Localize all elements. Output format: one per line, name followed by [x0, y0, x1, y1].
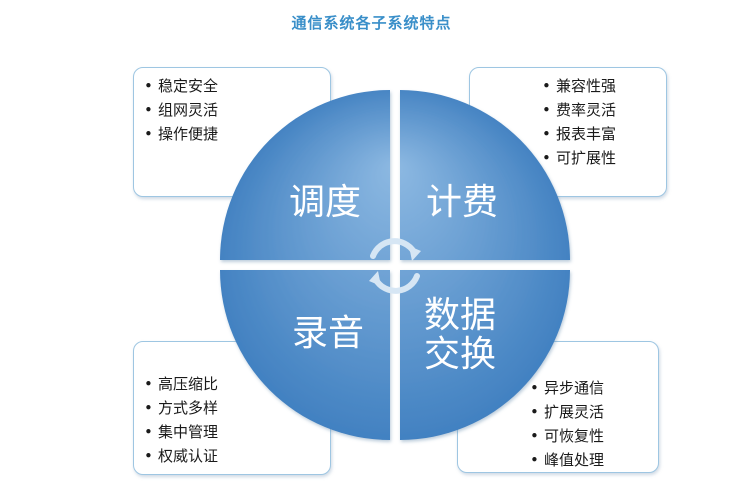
diagram-title: 通信系统各子系统特点 — [291, 14, 452, 32]
feature-item: 报表丰富 — [542, 122, 616, 146]
feature-item: 集中管理 — [144, 420, 218, 444]
quadrant-label-bottom-left: 录音 — [292, 313, 364, 354]
quadrant-top-right — [400, 90, 570, 260]
feature-item: 稳定安全 — [144, 74, 218, 98]
feature-item: 权威认证 — [144, 444, 218, 468]
feature-item: 高压缩比 — [144, 372, 218, 396]
feature-item: 可恢复性 — [530, 424, 604, 448]
feature-item: 异步通信 — [530, 376, 604, 400]
quadrant-label-top-left: 调度 — [289, 182, 361, 223]
top-right-feature-list: 兼容性强 费率灵活 报表丰富 可扩展性 — [542, 74, 616, 170]
feature-item: 费率灵活 — [542, 98, 616, 122]
feature-item: 方式多样 — [144, 396, 218, 420]
feature-item: 峰值处理 — [530, 448, 604, 472]
quadrant-label-top-right: 计费 — [426, 182, 498, 223]
quadrant-bottom-left — [220, 270, 390, 440]
feature-item: 扩展灵活 — [530, 400, 604, 424]
bottom-left-feature-list: 高压缩比 方式多样 集中管理 权威认证 — [144, 372, 218, 468]
quadrant-top-left — [220, 90, 390, 260]
quadrant-label-bottom-right-line2: 交换 — [424, 334, 496, 375]
feature-item: 组网灵活 — [144, 98, 218, 122]
top-left-feature-list: 稳定安全 组网灵活 操作便捷 — [144, 74, 218, 146]
bottom-right-feature-list: 异步通信 扩展灵活 可恢复性 峰值处理 — [530, 376, 604, 472]
cycle-arrows-icon — [369, 238, 421, 294]
feature-item: 可扩展性 — [542, 146, 616, 170]
feature-item: 兼容性强 — [542, 74, 616, 98]
feature-item: 操作便捷 — [144, 122, 218, 146]
quadrant-label-bottom-right-line1: 数据 — [424, 295, 496, 336]
quadrant-bottom-right — [400, 270, 570, 440]
